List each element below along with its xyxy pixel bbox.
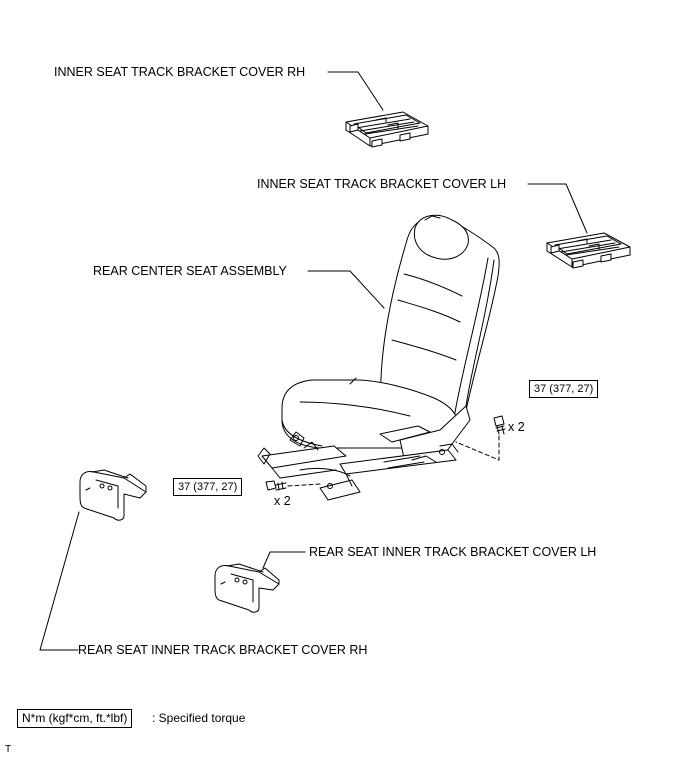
label-rear-bracket-cover-rh: REAR SEAT INNER TRACK BRACKET COVER RH [78, 643, 368, 657]
rear-bracket-cover-lh-part [214, 563, 280, 613]
quantity-right: x 2 [508, 420, 525, 434]
label-rear-bracket-cover-lh: REAR SEAT INNER TRACK BRACKET COVER LH [309, 545, 597, 559]
fastener-dashed-lines [287, 435, 500, 487]
diagram-code: T [5, 744, 12, 755]
torque-box-right: 37 (377, 27) [529, 380, 599, 398]
seat-assembly-part [257, 214, 500, 501]
inner-bracket-cover-rh-part [345, 111, 429, 148]
legend-torque-box: N*m (kgf*cm, ft.*lbf) [17, 709, 133, 728]
rear-bracket-cover-rh-part [79, 469, 147, 521]
label-inner-bracket-cover-rh: INNER SEAT TRACK BRACKET COVER RH [54, 65, 306, 79]
leader-lines [39, 71, 588, 651]
torque-box-left: 37 (377, 27) [173, 478, 243, 496]
bolt-right [493, 415, 506, 435]
label-rear-center-seat-assembly: REAR CENTER SEAT ASSEMBLY [93, 264, 287, 278]
legend-description: : Specified torque [152, 711, 246, 725]
quantity-left: x 2 [274, 494, 291, 508]
label-inner-bracket-cover-lh: INNER SEAT TRACK BRACKET COVER LH [257, 177, 507, 191]
bolt-left [265, 480, 287, 491]
inner-bracket-cover-lh-part [546, 232, 631, 269]
